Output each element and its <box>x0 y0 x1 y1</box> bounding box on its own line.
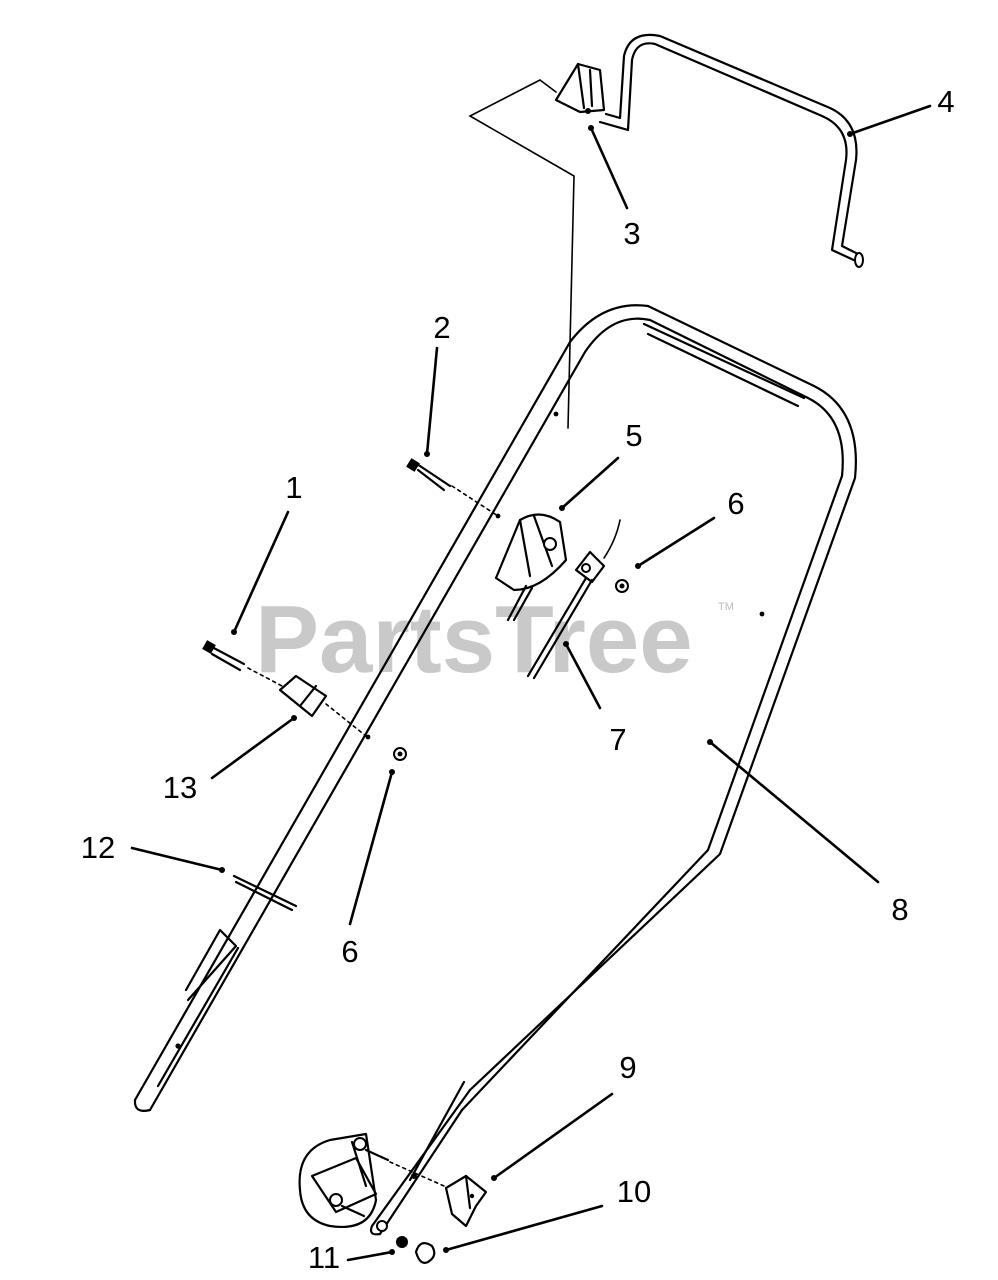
part-9-knob <box>444 1174 488 1228</box>
part-5-throttle-control <box>494 513 568 622</box>
lower-handle-bracket <box>298 1132 445 1228</box>
callout-3: 3 <box>623 216 640 251</box>
callout-13: 13 <box>163 770 197 805</box>
part-6-upper-nut <box>615 579 629 593</box>
callout-10: 10 <box>617 1174 651 1209</box>
cable-clamp <box>574 519 621 584</box>
part-8-upper-handle <box>133 304 857 1236</box>
part-7-cable <box>526 576 594 680</box>
part-6-lower-nut <box>393 747 407 761</box>
callout-9: 9 <box>619 1050 636 1085</box>
leader-lines <box>130 104 932 1262</box>
callout-11: 11 <box>308 1240 340 1275</box>
callout-2: 2 <box>433 310 450 345</box>
watermark-text: PartsTree <box>255 586 693 693</box>
part-13-spacer <box>278 674 367 737</box>
detail-projection-lines <box>468 79 575 429</box>
part-1-bolt <box>202 640 283 687</box>
watermark-trademark: TM <box>718 601 734 613</box>
callout-5: 5 <box>625 418 642 453</box>
part-2-bolt <box>406 458 499 517</box>
callout-1: 1 <box>285 470 302 505</box>
callout-12: 12 <box>81 830 115 865</box>
callout-4: 4 <box>937 84 954 119</box>
part-12-cable-tie <box>232 874 298 912</box>
callout-7: 7 <box>609 722 626 757</box>
part-11-washer <box>396 1236 408 1248</box>
part-3-bracket <box>554 62 606 114</box>
callout-8: 8 <box>891 892 908 927</box>
callout-6-lower: 6 <box>341 934 358 969</box>
part-10-wing-nut <box>414 1242 436 1264</box>
part-4-bail-bar <box>598 33 864 268</box>
callout-6-upper: 6 <box>727 486 744 521</box>
